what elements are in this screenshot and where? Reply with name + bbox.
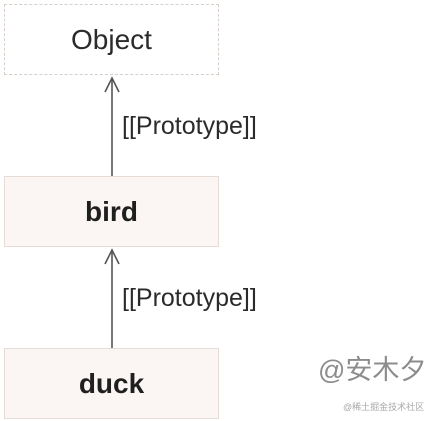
arrow-bird-to-object — [104, 76, 120, 176]
arrow-duck-to-bird — [104, 248, 120, 348]
node-duck: duck — [4, 348, 219, 419]
node-bird: bird — [4, 176, 219, 247]
node-duck-label: duck — [78, 367, 145, 399]
author-watermark: @安木夕 — [318, 355, 427, 385]
node-object-label: Object — [71, 23, 152, 55]
node-bird-label: bird — [85, 195, 138, 227]
node-object: Object — [4, 4, 219, 75]
edge-label-duck-to-bird: [[Prototype]] — [122, 284, 257, 312]
site-watermark: @稀土掘金技术社区 — [343, 402, 425, 412]
edge-label-bird-to-object: [[Prototype]] — [122, 112, 257, 140]
